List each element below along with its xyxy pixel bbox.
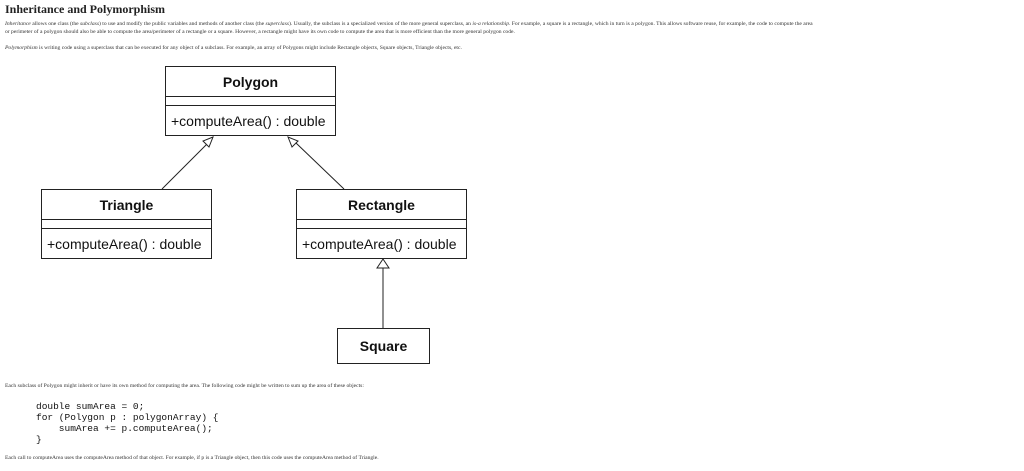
text-span: ) to use and modify the public variables… [99,21,266,27]
triangle-class-box: Triangle +computeArea() : double [41,189,212,259]
class-name: Polygon [166,67,335,97]
inheritance-term: Inheritance [5,21,31,27]
inheritance-paragraph-line2: or perimeter of a polygon should also be… [5,29,515,35]
polymorphism-term: Polymorphism [5,45,38,51]
rectangle-inheritance-arrowhead [287,136,299,148]
code-block: double sumArea = 0; for (Polygon p : pol… [36,401,219,445]
class-attributes [297,220,466,229]
page-title: Inheritance and Polymorphism [5,2,166,16]
class-method: +computeArea() : double [171,112,326,129]
code-intro-paragraph: Each subclass of Polygon might inherit o… [5,383,364,389]
polymorphism-paragraph: Polymorphism is writing code using a sup… [5,45,462,53]
square-inheritance-arrowhead [376,258,390,269]
class-attributes [166,97,335,106]
class-name: Square [359,338,408,354]
rectangle-class-box: Rectangle +computeArea() : double [296,189,467,259]
class-name: Rectangle [297,190,466,220]
triangle-inheritance-arrowhead [202,136,214,148]
is-a-term: is-a relationship [472,21,509,27]
class-name: Triangle [42,190,211,220]
rectangle-inheritance-line [295,142,345,190]
text-span: is writing code using a superclass that … [37,45,462,51]
polygon-class-box: Polygon +computeArea() : double [165,66,336,136]
text-span: allows one class (the [30,21,81,27]
class-method: +computeArea() : double [47,235,202,252]
text-span: ). Usually, the subclass is a specialize… [288,21,473,27]
square-class-box: Square [337,328,430,364]
superclass-term: superclass [265,21,289,27]
text-span: . For example, a square is a rectangle, … [509,21,813,27]
class-method: +computeArea() : double [302,235,457,252]
triangle-inheritance-line [161,142,209,190]
inheritance-paragraph-line1: Inheritance allows one class (the subcla… [5,21,813,29]
closing-paragraph: Each call to computeArea uses the comput… [5,455,379,461]
class-attributes [42,220,211,229]
subclass-term: subclass [80,21,100,27]
